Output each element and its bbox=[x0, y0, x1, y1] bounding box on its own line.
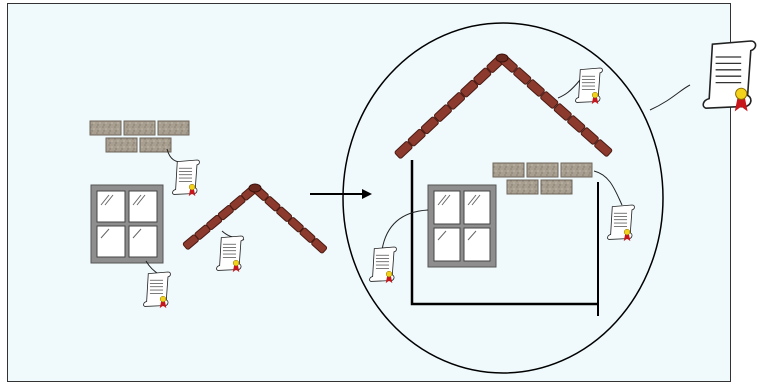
brick-icon bbox=[507, 180, 538, 194]
window-pane bbox=[434, 191, 460, 224]
brick-icon bbox=[124, 121, 155, 135]
window-pane bbox=[434, 228, 460, 261]
brick-icon bbox=[527, 163, 558, 177]
brick-icon bbox=[106, 138, 137, 152]
window-pane bbox=[129, 191, 157, 222]
window-pane bbox=[464, 228, 490, 261]
window-pane bbox=[97, 226, 125, 257]
brick-icon bbox=[158, 121, 189, 135]
window-left bbox=[91, 185, 163, 263]
brick-icon bbox=[561, 163, 592, 177]
brick-icon bbox=[90, 121, 121, 135]
brick-icon bbox=[541, 180, 572, 194]
brick-icon bbox=[140, 138, 171, 152]
window-house bbox=[428, 185, 496, 267]
window-pane bbox=[464, 191, 490, 224]
roof-ridge-cap bbox=[249, 184, 261, 192]
window-pane bbox=[97, 191, 125, 222]
brick-icon bbox=[493, 163, 524, 177]
window-pane bbox=[129, 226, 157, 257]
roof-ridge-cap bbox=[496, 54, 508, 62]
